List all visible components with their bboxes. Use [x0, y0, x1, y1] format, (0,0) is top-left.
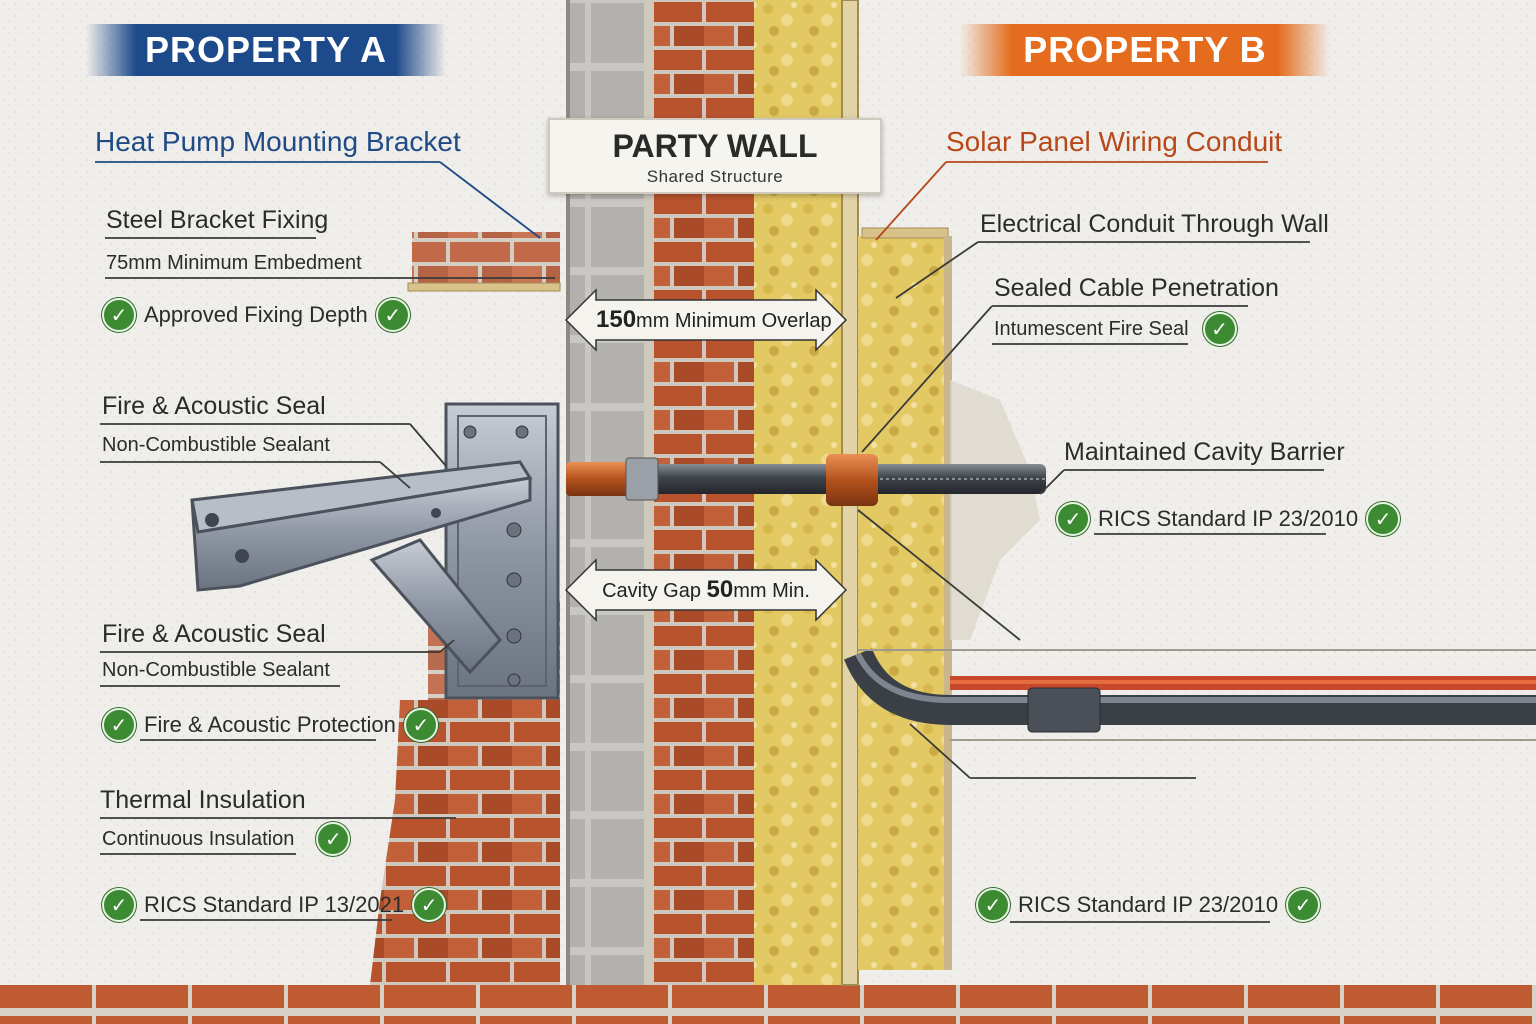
property-a-title: PROPERTY A [86, 24, 446, 76]
seal-2-title: Fire & Acoustic Seal [102, 620, 326, 648]
party-wall-label: PARTY WALL Shared Structure [548, 118, 882, 194]
embedment-label: 75mm Minimum Embedment [106, 252, 362, 274]
heat-pump-heading: Heat Pump Mounting Bracket [95, 126, 461, 157]
check-icon: ✓ [976, 888, 1010, 922]
bottom-brick-course [0, 985, 1536, 1024]
approved-depth-label: Approved Fixing Depth [144, 302, 368, 327]
check-icon: ✓ [1202, 312, 1237, 346]
cavity-barrier-label: Maintained Cavity Barrier [1064, 438, 1345, 466]
check-icon: ✓ [412, 888, 447, 922]
seal-2-sub: Non-Combustible Sealant [102, 659, 330, 681]
bracket-arm [190, 476, 532, 592]
intumescent-seal-row: Intumescent Fire Seal ✓ [994, 312, 1237, 346]
standard-b1-label: RICS Standard IP 23/2010 [1098, 506, 1359, 531]
standard-b2-row: ✓ RICS Standard IP 23/2010 ✓ [976, 888, 1321, 922]
sealed-penetration-title: Sealed Cable Penetration [994, 274, 1279, 302]
standard-a-label: RICS Standard IP 13/2021 [144, 892, 405, 917]
party-wall-subtitle: Shared Structure [646, 167, 784, 186]
check-icon: ✓ [102, 298, 136, 332]
electrical-conduit-label: Electrical Conduit Through Wall [980, 210, 1329, 238]
copper-sleeve [566, 462, 630, 496]
standard-a-row: ✓ RICS Standard IP 13/2021 ✓ [102, 888, 447, 922]
intumescent-seal-label: Intumescent Fire Seal [994, 317, 1189, 340]
property-b-title: PROPERTY B [960, 24, 1330, 76]
check-icon: ✓ [102, 888, 136, 922]
continuous-insulation-label: Continuous Insulation [102, 827, 295, 850]
continuous-insulation-row: Continuous Insulation ✓ [102, 822, 351, 856]
standard-b1-row: ✓ RICS Standard IP 23/2010 ✓ [1056, 502, 1401, 536]
cavity-suffix: mm Min. [733, 580, 810, 602]
fire-protection-row: ✓ Fire & Acoustic Protection ✓ [102, 708, 438, 742]
party-wall-title: PARTY WALL [612, 128, 818, 164]
cavity-prefix: Cavity Gap [602, 580, 707, 602]
seal-1-title: Fire & Acoustic Seal [102, 392, 326, 420]
cavity-dimension: Cavity Gap 50mm Min. [596, 576, 816, 604]
exposed-brick-upper [412, 232, 560, 285]
cavity-arrow [564, 558, 848, 622]
check-icon: ✓ [1366, 502, 1401, 536]
check-icon: ✓ [1056, 502, 1090, 536]
wall-conduit [566, 454, 1046, 506]
cavity-value: 50 [706, 576, 734, 603]
heat-pump-bracket [190, 402, 560, 700]
overlap-text: mm Minimum Overlap [636, 310, 832, 332]
steel-bracket-fixing-label: Steel Bracket Fixing [106, 206, 329, 234]
thermal-insulation-title: Thermal Insulation [100, 786, 306, 814]
check-icon: ✓ [316, 822, 351, 856]
approved-depth-row: ✓ Approved Fixing Depth ✓ [102, 298, 410, 332]
solar-conduit-heading: Solar Panel Wiring Conduit [946, 126, 1283, 157]
standard-b2-label: RICS Standard IP 23/2010 [1018, 892, 1279, 917]
solar-conduit-run [844, 647, 1536, 741]
check-icon: ✓ [102, 708, 136, 742]
fire-protection-label: Fire & Acoustic Protection [144, 712, 396, 737]
seal-1-sub: Non-Combustible Sealant [102, 434, 330, 456]
overlap-arrow [564, 288, 848, 352]
check-icon: ✓ [375, 298, 410, 332]
check-icon: ✓ [1286, 888, 1321, 922]
overlap-value: 150 [596, 306, 637, 333]
check-icon: ✓ [403, 708, 438, 742]
overlap-dimension: 150mm Minimum Overlap [596, 306, 832, 334]
property-b-insulation [858, 236, 950, 970]
intumescent-collar [826, 454, 878, 506]
exposed-brick-left [370, 700, 560, 985]
bracket-strut [369, 538, 502, 675]
